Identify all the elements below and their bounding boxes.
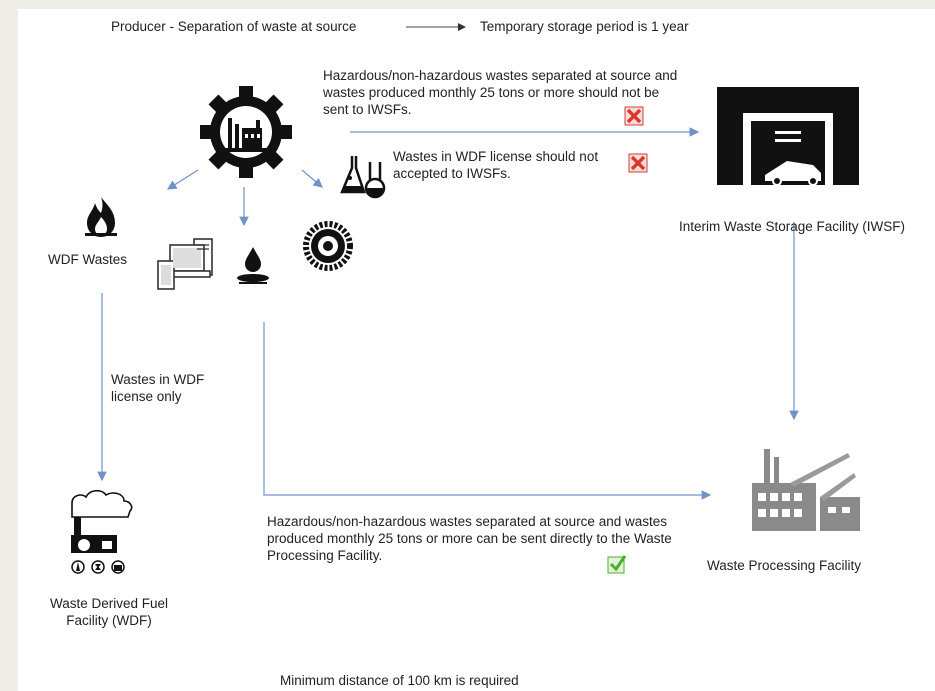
oil-spill-icon [235,245,271,285]
legend-producer: Producer - Separation of waste at source [111,19,357,34]
legend-storage-period: Temporary storage period is 1 year [480,19,689,34]
wdf-plant-icon [68,487,140,575]
electronics-icon [156,237,216,291]
red-cross-icon [628,153,648,173]
node-processing-label: Waste Processing Facility [707,558,862,573]
note-wdf-only: Wastes in WDF license only [111,372,205,404]
arrow-to-lab [301,169,323,188]
red-cross-icon [624,106,644,126]
tire-icon [303,221,353,271]
note-iwsf-rule-1: Hazardous/non-hazardous wastes separated… [323,68,678,117]
fire-icon [81,195,121,239]
note-direct-route: Hazardous/non-hazardous wastes separated… [267,514,672,563]
processing-plant-icon [750,443,866,533]
node-wdf-wastes-label: WDF Wastes [48,252,127,267]
lab-flask-icon [336,152,386,200]
note-iwsf-rule-2: Wastes in WDF license should not accepte… [393,149,599,181]
node-wdf-facility-label: Waste Derived Fuel Facility (WDF) [49,596,169,628]
warehouse-icon [717,87,859,185]
factory-gear-icon [198,84,294,180]
diagram-canvas: Producer - Separation of waste at source… [18,9,935,691]
arrow-direct-to-processing [263,322,712,500]
green-check-icon [607,554,627,574]
arrow-to-fire [166,169,199,190]
node-iwsf-label: Interim Waste Storage Facility (IWSF) [679,219,906,234]
connector-layer [97,23,799,500]
note-distance: Minimum distance of 100 km is required [280,673,519,688]
